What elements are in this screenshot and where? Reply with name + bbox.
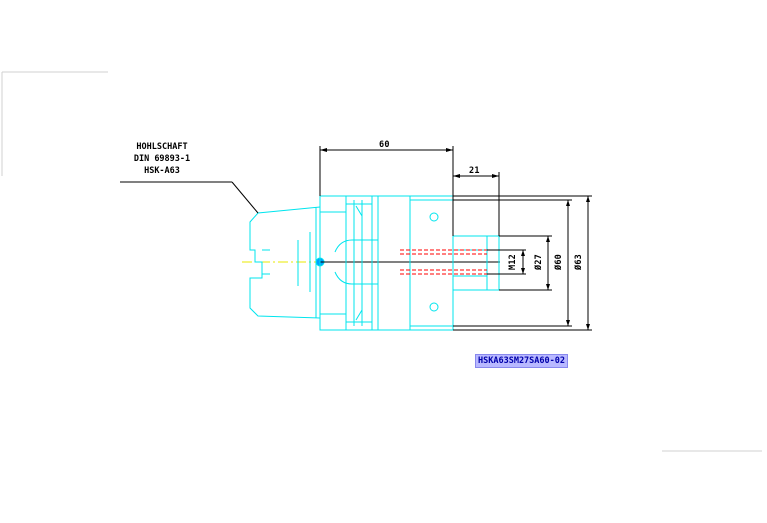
callout-line-1: HOHLSCHAFT xyxy=(136,142,188,152)
dim-length-21: 21 xyxy=(469,166,480,176)
dim-dia-27: Ø27 xyxy=(533,254,544,270)
center-axis xyxy=(242,257,500,267)
hsk-callout: HOHLSCHAFT DIN 69893-1 HSK-A63 xyxy=(127,141,197,177)
callout-line-2: DIN 69893-1 xyxy=(133,154,191,164)
dim-dia-m12: M12 xyxy=(507,254,518,270)
body-outline xyxy=(319,195,411,331)
callout-line-3: HSK-A63 xyxy=(144,166,180,176)
part-number-label: HSKA63SM27SA60-02 xyxy=(475,354,568,368)
sheet-frame xyxy=(1,71,762,452)
dimension-arrows xyxy=(320,148,590,330)
dim-dia-63: Ø63 xyxy=(573,254,584,270)
sleeve-outline xyxy=(409,195,500,331)
hsk-shank-outline xyxy=(249,206,321,319)
dimension-lines xyxy=(120,146,592,331)
hidden-thread xyxy=(400,249,487,275)
dim-length-60: 60 xyxy=(379,140,390,150)
dim-dia-60: Ø60 xyxy=(553,254,564,270)
